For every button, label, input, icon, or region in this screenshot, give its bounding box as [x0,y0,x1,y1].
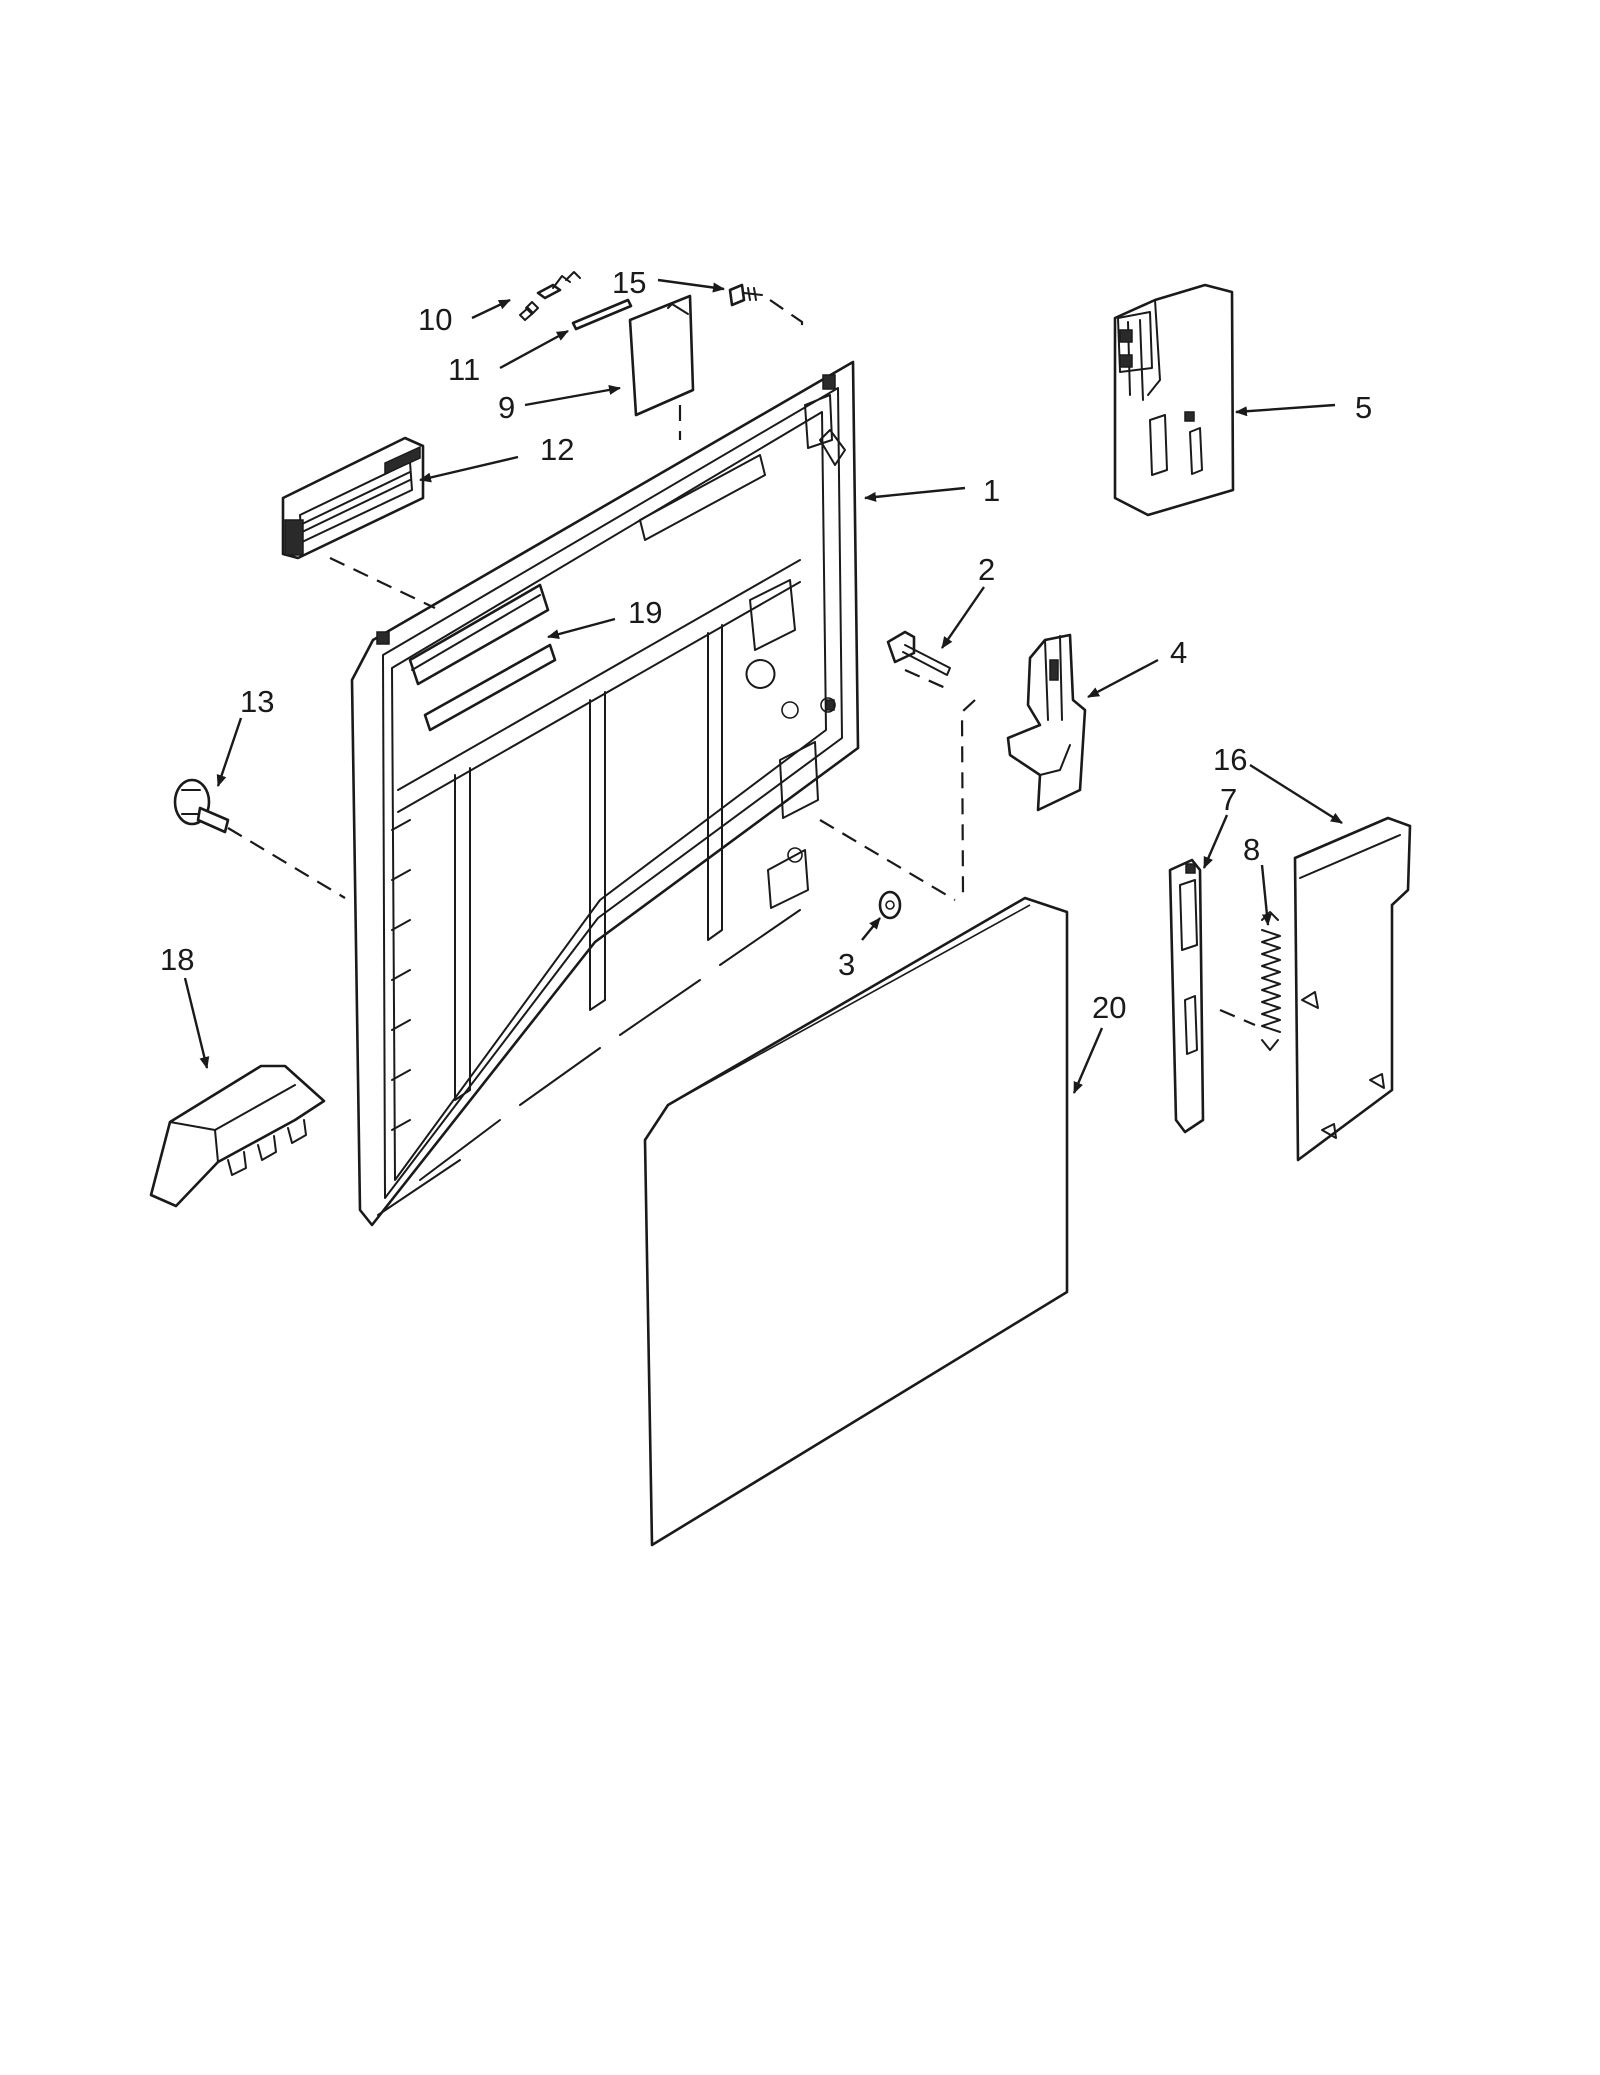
callout-13: 13 [240,684,274,719]
knob [173,778,230,834]
callout-19: 19 [628,595,662,630]
latch-pin [886,630,951,676]
callout-20: 20 [1092,990,1126,1025]
control-module [1113,283,1235,517]
end-cap [149,1064,326,1208]
callout-12: 12 [540,432,574,467]
callout-1: 1 [983,473,1000,508]
callout-10: 10 [418,302,452,337]
outer-panel [643,896,1069,1547]
callout-15: 15 [612,265,646,300]
callout-3: 3 [838,947,855,982]
screw [728,283,763,307]
callout-5: 5 [1355,390,1372,425]
side-cover [1293,816,1412,1162]
callout-7: 7 [1220,782,1237,817]
door-latch [1006,633,1087,812]
pin [571,298,633,331]
spring [1261,911,1281,1051]
callout-11: 11 [448,352,480,387]
callout-2: 2 [978,552,995,587]
callout-18: 18 [160,942,194,977]
callout-16: 16 [1213,742,1247,777]
callout-8: 8 [1243,832,1260,867]
vent-strips [408,583,557,732]
callout-9: 9 [498,390,515,425]
hinge-rail [1168,858,1205,1134]
callout-leaders [183,278,1343,1094]
inner-door-panel [350,360,860,1227]
callout-4: 4 [1170,635,1187,670]
vent-cover [628,294,695,417]
nut [878,890,902,920]
handle-bracket [281,436,425,560]
callout-labels: 1 2 3 4 5 7 8 9 10 11 12 13 15 16 18 19 … [160,265,1372,1025]
assembly-lines [227,299,1256,1027]
spring-clip [519,271,581,321]
